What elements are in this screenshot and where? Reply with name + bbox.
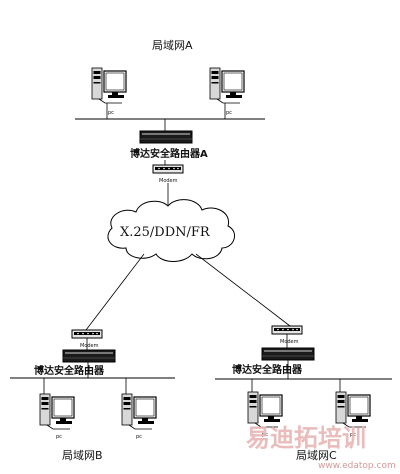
pc-tower-icon <box>39 393 75 430</box>
pc-tower-icon <box>209 67 245 104</box>
lan-b-router-label: 博达安全路由器 <box>34 364 105 377</box>
lan-c-title: 局域网C <box>296 449 337 462</box>
pc-tower-icon <box>91 67 127 104</box>
lan-b: Modem 博达安全路由器 pc pc 局域网B <box>10 329 175 462</box>
lan-c-router-label: 博达安全路由器 <box>232 363 303 376</box>
modem-icon <box>271 325 303 335</box>
pc-tower-icon <box>247 391 283 428</box>
lan-b-router[interactable] <box>62 349 116 363</box>
lan-c-pc-2-label: pc <box>350 432 356 438</box>
lan-a-pc-2-label: pc <box>226 110 232 116</box>
lan-c-pc-1[interactable] <box>247 391 283 428</box>
router-icon <box>261 347 315 361</box>
lan-a-modem[interactable] <box>152 164 184 174</box>
lan-b-modem-label: Modem <box>80 343 99 349</box>
lan-c-router[interactable] <box>261 347 315 361</box>
lan-a-router[interactable] <box>139 130 193 144</box>
lan-b-pc-2-label: pc <box>136 434 142 440</box>
lan-c-modem-label: Modem <box>280 339 299 345</box>
watermark-url: www.edatop.com <box>318 461 396 471</box>
lan-a: 局域网A pc pc 博达安全路由器A Modem <box>75 39 265 205</box>
lan-a-modem-label: Modem <box>159 178 178 184</box>
lan-b-modem[interactable] <box>71 329 103 339</box>
lan-c: Modem 博达安全路由器 pc pc 局域网C <box>215 325 392 462</box>
lan-a-router-label: 博达安全路由器A <box>130 147 208 160</box>
lan-a-pc-1-label: pc <box>108 110 114 116</box>
modem-icon <box>152 164 184 174</box>
router-icon <box>62 349 116 363</box>
lan-b-pc-2[interactable] <box>121 393 157 430</box>
modem-icon <box>71 329 103 339</box>
wan-label: X.25/DDN/FR <box>120 225 211 240</box>
lan-b-title: 局域网B <box>62 449 103 462</box>
wan-link-c <box>195 253 291 327</box>
lan-c-pc-1-label: pc <box>262 432 268 438</box>
wan-cloud: X.25/DDN/FR <box>107 199 236 262</box>
lan-a-title: 局域网A <box>152 39 193 52</box>
wan-link-b <box>85 253 145 331</box>
lan-b-pc-1-label: pc <box>56 434 62 440</box>
lan-b-pc-1[interactable] <box>39 393 75 430</box>
watermark: 易迪拓培训 www.edatop.com <box>246 424 396 471</box>
lan-a-pc-2[interactable] <box>209 67 245 104</box>
lan-a-pc-1[interactable] <box>91 67 127 104</box>
lan-c-modem[interactable] <box>271 325 303 335</box>
pc-tower-icon <box>121 393 157 430</box>
cloud-icon <box>107 199 236 262</box>
pc-tower-icon <box>335 391 371 428</box>
router-icon <box>139 130 193 144</box>
watermark-text: 易迪拓培训 <box>246 424 366 452</box>
lan-c-pc-2[interactable] <box>335 391 371 428</box>
